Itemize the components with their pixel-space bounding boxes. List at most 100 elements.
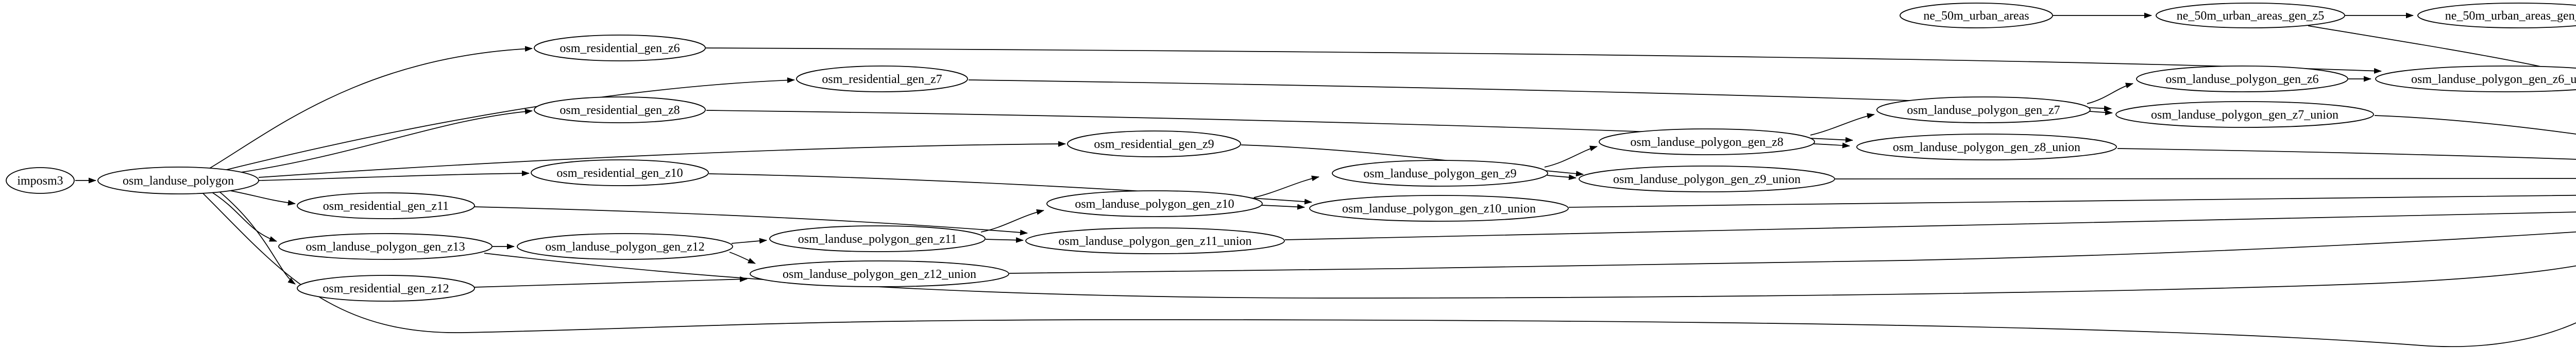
osm-residential-gen-z12-label: osm_residential_gen_z12 xyxy=(323,282,449,295)
node-osm-residential-gen-z7: osm_residential_gen_z7 xyxy=(796,65,968,92)
node-osm-landuse-polygon-gen-z8-union: osm_landuse_polygon_gen_z8_union xyxy=(1856,134,2117,160)
node-osm-residential-gen-z10: osm_residential_gen_z10 xyxy=(531,159,709,186)
edge-z12-union-to-layer-z12 xyxy=(1009,231,2576,274)
osm-landuse-polygon-gen-z6-union-label: osm_landuse_polygon_gen_z6_union xyxy=(2411,73,2576,86)
osm-landuse-polygon-gen-z13-label: osm_landuse_polygon_gen_z13 xyxy=(306,240,465,254)
node-osm-landuse-polygon-gen-z6-union: osm_landuse_polygon_gen_z6_union xyxy=(2375,65,2576,92)
edge-gen-z12-to-gen-z11 xyxy=(731,238,767,244)
edge-landuse-polygon-to-residential-z7 xyxy=(220,77,795,172)
node-osm-landuse-polygon-gen-z12: osm_landuse_polygon_gen_z12 xyxy=(517,233,733,260)
osm-landuse-polygon-label: osm_landuse_polygon xyxy=(123,174,234,188)
osm-landuse-polygon-gen-z9-union-label: osm_landuse_polygon_gen_z9_union xyxy=(1613,173,1801,186)
osm-residential-gen-z12-ellipse xyxy=(297,275,475,302)
osm-landuse-polygon-gen-z6-label: osm_landuse_polygon_gen_z6 xyxy=(2165,73,2318,86)
edge-landuse-polygon-to-residential-z10 xyxy=(258,170,530,181)
osm-residential-gen-z9-ellipse xyxy=(1067,130,1241,157)
osm-landuse-polygon-gen-z6-union-ellipse xyxy=(2375,65,2576,92)
osm-residential-gen-z8-label: osm_residential_gen_z8 xyxy=(560,104,680,117)
osm-landuse-polygon-gen-z9-ellipse xyxy=(1332,160,1548,187)
node-ne-50m-urban-areas-gen-z5: ne_50m_urban_areas_gen_z5 xyxy=(2156,3,2345,28)
osm-residential-gen-z10-ellipse xyxy=(531,159,709,186)
node-osm-landuse-polygon-gen-z7-union: osm_landuse_polygon_gen_z7_union xyxy=(2115,101,2374,128)
osm-landuse-polygon-gen-z11-union-label: osm_landuse_polygon_gen_z11_union xyxy=(1058,235,1251,248)
osm-residential-gen-z7-label: osm_residential_gen_z7 xyxy=(822,73,942,86)
edge-residential-z11-to-z11-union xyxy=(473,206,1028,236)
ne-50m-urban-areas-gen-z4-label: ne_50m_urban_areas_gen_z4 xyxy=(2445,9,2576,23)
edge-residential-z6-to-z6-union xyxy=(705,47,2382,74)
ne-50m-urban-areas-label: ne_50m_urban_areas xyxy=(1923,9,2029,23)
osm-landuse-polygon-gen-z12-ellipse xyxy=(517,233,733,260)
edge-z8-union-to-layer-z8 xyxy=(2117,148,2576,160)
edge-ne-gen-z5-to-layer-z5 xyxy=(2308,25,2576,75)
osm-landuse-polygon-gen-z11-ellipse xyxy=(769,225,986,252)
imposm3-ellipse xyxy=(6,167,75,194)
osm-landuse-polygon-gen-z8-union-label: osm_landuse_polygon_gen_z8_union xyxy=(1893,141,2080,154)
edge-gen-z11-to-z11-union xyxy=(985,237,1024,243)
osm-landuse-polygon-gen-z12-union-label: osm_landuse_polygon_gen_z12_union xyxy=(783,268,976,281)
osm-landuse-polygon-gen-z6-ellipse xyxy=(2136,65,2348,92)
osm-landuse-polygon-gen-z12-union-ellipse xyxy=(750,260,1009,287)
ne-50m-urban-areas-ellipse xyxy=(1900,3,2053,28)
node-osm-landuse-polygon-gen-z13: osm_landuse_polygon_gen_z13 xyxy=(278,233,493,260)
osm-landuse-polygon-gen-z7-union-ellipse xyxy=(2115,101,2374,128)
node-layer: imposm3 osm_landuse_polygon osm_resident… xyxy=(6,3,2576,302)
osm-landuse-polygon-gen-z9-union-ellipse xyxy=(1579,166,1835,192)
osm-landuse-polygon-gen-z7-union-label: osm_landuse_polygon_gen_z7_union xyxy=(2151,108,2338,122)
node-osm-landuse-polygon-gen-z6: osm_landuse_polygon_gen_z6 xyxy=(2136,65,2348,92)
osm-landuse-polygon-gen-z10-label: osm_landuse_polygon_gen_z10 xyxy=(1075,198,1234,211)
edge-z9-union-to-layer-z9 xyxy=(1835,178,2576,179)
edge-gen-z12-to-z12-union xyxy=(729,252,756,264)
node-osm-landuse-polygon-gen-z12-union: osm_landuse_polygon_gen_z12_union xyxy=(750,260,1009,287)
edge-gen-z11-to-gen-z10 xyxy=(980,209,1044,233)
osm-landuse-polygon-gen-z9-label: osm_landuse_polygon_gen_z9 xyxy=(1363,167,1516,180)
osm-landuse-polygon-gen-z7-ellipse xyxy=(1876,96,2091,123)
edge-landuse-polygon-to-residential-z12 xyxy=(218,191,296,285)
osm-residential-gen-z6-label: osm_residential_gen_z6 xyxy=(560,42,680,55)
osm-residential-gen-z6-ellipse xyxy=(534,35,706,61)
edge-gen-z10-to-gen-z9 xyxy=(1253,175,1319,198)
node-osm-landuse-polygon: osm_landuse_polygon xyxy=(97,167,259,194)
osm-landuse-polygon-gen-z10-union-label: osm_landuse_polygon_gen_z10_union xyxy=(1342,202,1536,216)
osm-landuse-polygon-gen-z8-label: osm_landuse_polygon_gen_z8 xyxy=(1630,136,1783,149)
node-osm-landuse-polygon-gen-z11: osm_landuse_polygon_gen_z11 xyxy=(769,225,986,252)
osm-landuse-polygon-gen-z8-union-ellipse xyxy=(1856,134,2117,160)
edge-gen-z8-to-gen-z7 xyxy=(1810,113,1875,136)
node-osm-residential-gen-z6: osm_residential_gen_z6 xyxy=(534,35,706,61)
edge-gen-z7-to-gen-z6 xyxy=(2087,83,2133,104)
osm-landuse-polygon-gen-z12-label: osm_landuse_polygon_gen_z12 xyxy=(545,240,704,254)
osm-landuse-polygon-gen-z11-label: osm_landuse_polygon_gen_z11 xyxy=(798,233,957,246)
osm-landuse-polygon-gen-z10-ellipse xyxy=(1046,190,1263,217)
node-osm-landuse-polygon-gen-z7: osm_landuse_polygon_gen_z7 xyxy=(1876,96,2091,123)
node-osm-residential-gen-z9: osm_residential_gen_z9 xyxy=(1067,130,1241,157)
osm-landuse-polygon-gen-z11-union-ellipse xyxy=(1025,227,1285,254)
node-imposm3: imposm3 xyxy=(6,167,75,194)
ne-50m-urban-areas-gen-z4-ellipse xyxy=(2417,3,2576,28)
node-osm-landuse-polygon-gen-z9-union: osm_landuse_polygon_gen_z9_union xyxy=(1579,166,1835,192)
edge-landuse-polygon-to-residential-z6 xyxy=(208,46,533,170)
ne-50m-urban-areas-gen-z5-ellipse xyxy=(2156,3,2345,28)
osm-residential-gen-z10-label: osm_residential_gen_z10 xyxy=(556,167,683,180)
node-osm-landuse-polygon-gen-z10-union: osm_landuse_polygon_gen_z10_union xyxy=(1309,195,1569,222)
osm-residential-gen-z7-ellipse xyxy=(796,65,968,92)
osm-landuse-polygon-gen-z10-union-ellipse xyxy=(1309,195,1569,222)
edge-gen-z9-to-gen-z8 xyxy=(1544,145,1598,168)
osm-landuse-polygon-gen-z13-ellipse xyxy=(278,233,493,260)
edge-landuse-polygon-to-residential-z11 xyxy=(230,190,296,206)
node-osm-residential-gen-z11: osm_residential_gen_z11 xyxy=(297,192,475,219)
node-osm-landuse-polygon-gen-z8: osm_landuse_polygon_gen_z8 xyxy=(1599,128,1815,155)
edge-z10-union-to-layer-z10 xyxy=(1568,194,2576,208)
osm-residential-gen-z11-ellipse xyxy=(297,192,475,219)
edge-landuse-polygon-to-gen-z13 xyxy=(211,191,277,242)
node-osm-landuse-polygon-gen-z9: osm_landuse_polygon_gen_z9 xyxy=(1332,160,1548,187)
edge-landuse-polygon-to-residential-z8 xyxy=(234,108,533,174)
edge-landuse-polygon-to-residential-z9 xyxy=(258,141,1066,178)
osm-residential-gen-z8-ellipse xyxy=(534,96,706,123)
edge-residential-z12-to-z12-union xyxy=(473,276,748,288)
imposm3-label: imposm3 xyxy=(17,174,63,188)
edge-gen-z8-to-z8-union xyxy=(1813,142,1850,149)
edge-gen-z9-to-z9-union xyxy=(1547,174,1577,180)
edge-gen-z7-to-z7-union xyxy=(2089,109,2113,116)
node-osm-residential-gen-z8: osm_residential_gen_z8 xyxy=(534,96,706,123)
node-osm-landuse-polygon-gen-z11-union: osm_landuse_polygon_gen_z11_union xyxy=(1025,227,1285,254)
